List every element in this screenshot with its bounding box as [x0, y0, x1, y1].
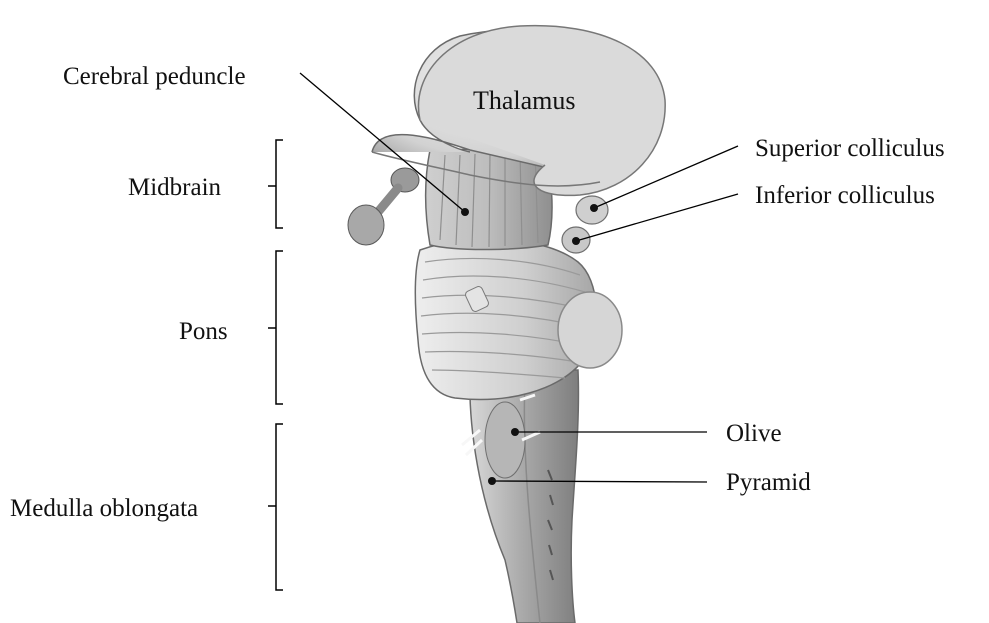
pituitary-shape — [348, 168, 419, 245]
olive-label: Olive — [726, 421, 782, 446]
inferior-colliculus-label: Inferior colliculus — [755, 183, 935, 208]
pons-bracket — [276, 251, 283, 404]
medulla-bracket — [276, 424, 283, 590]
region-brackets — [268, 140, 283, 590]
medulla-oblongata-label: Medulla oblongata — [10, 496, 198, 521]
pons-label: Pons — [179, 319, 228, 344]
cerebral-peduncle-label: Cerebral peduncle — [63, 64, 246, 89]
pyramid-label: Pyramid — [726, 470, 811, 495]
thalamus-label: Thalamus — [473, 88, 576, 114]
midbrain-bracket — [276, 140, 283, 228]
pons-shape — [415, 239, 622, 400]
midbrain-label: Midbrain — [128, 175, 221, 200]
medulla-shape — [462, 370, 578, 623]
superior-colliculus-label: Superior colliculus — [755, 136, 945, 161]
